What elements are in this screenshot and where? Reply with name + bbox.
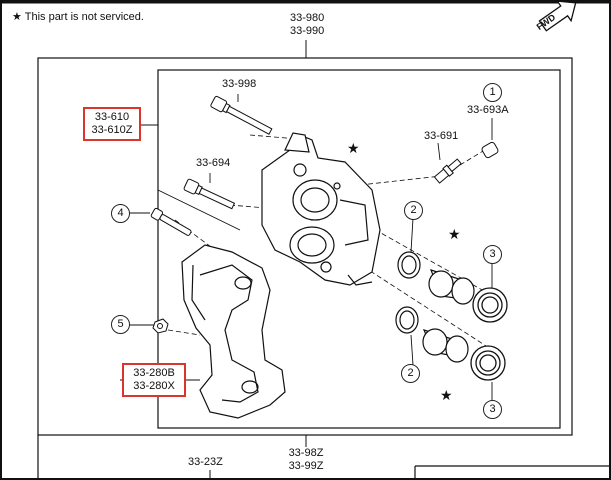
not-serviced-star-icon: ★ <box>347 140 360 156</box>
nut-icon <box>152 318 169 334</box>
bleeder-screw-icon <box>433 158 462 184</box>
caliper-box <box>157 69 561 429</box>
callout-3: 3 <box>483 245 502 264</box>
piston-seal-icon <box>395 251 421 334</box>
part-number: 33-610 <box>94 111 130 123</box>
part-number: 33-610Z <box>91 124 133 136</box>
assembly-top-part-number: 33-980 33-990 <box>290 12 325 38</box>
caliper-body-icon <box>261 132 381 286</box>
part-number: 33-99Z <box>288 460 324 472</box>
bolt-short-part-number: 33-694 <box>196 157 231 169</box>
guide-pin-icon <box>150 207 192 236</box>
not-serviced-star-icon: ★ <box>448 226 461 242</box>
star-icon: ★ <box>12 11 22 23</box>
bracket-icon <box>181 244 286 419</box>
bleeder-cap-icon <box>481 141 499 159</box>
bottom-left-part-number: 33-23Z <box>188 456 223 468</box>
assembly-box <box>37 57 573 436</box>
bleeder-part-number: 33-691 <box>424 130 459 142</box>
bolt-long-part-number: 33-998 <box>222 78 257 90</box>
bolt-long-icon <box>210 95 273 135</box>
part-number: 33-280B <box>133 367 175 379</box>
bolt-short-icon <box>183 178 236 210</box>
not-serviced-star-icon: ★ <box>440 387 453 403</box>
bracket-part-number-box: 33-280B 33-280X <box>122 363 186 397</box>
not-serviced-note: ★ This part is not serviced. <box>12 10 144 23</box>
bleeder-cap-part-number: 33-693A <box>467 104 509 116</box>
part-number: 33-990 <box>290 25 325 37</box>
piston-icon <box>422 269 475 363</box>
callout-3: 3 <box>483 400 502 419</box>
callout-4: 4 <box>111 204 130 223</box>
callout-1: 1 <box>483 83 502 102</box>
note-text: This part is not serviced. <box>24 11 144 23</box>
part-number: 33-280X <box>133 380 175 392</box>
assembly-bottom-part-number: 33-98Z 33-99Z <box>286 447 326 473</box>
dust-boot-icon <box>470 287 508 381</box>
part-number: 33-98Z <box>288 447 324 459</box>
fwd-arrow-icon <box>538 0 577 32</box>
part-number: 33-980 <box>290 12 325 24</box>
callout-5: 5 <box>111 315 130 334</box>
caliper-part-number-box: 33-610 33-610Z <box>83 107 141 141</box>
callout-2: 2 <box>404 201 423 220</box>
callout-2: 2 <box>401 364 420 383</box>
